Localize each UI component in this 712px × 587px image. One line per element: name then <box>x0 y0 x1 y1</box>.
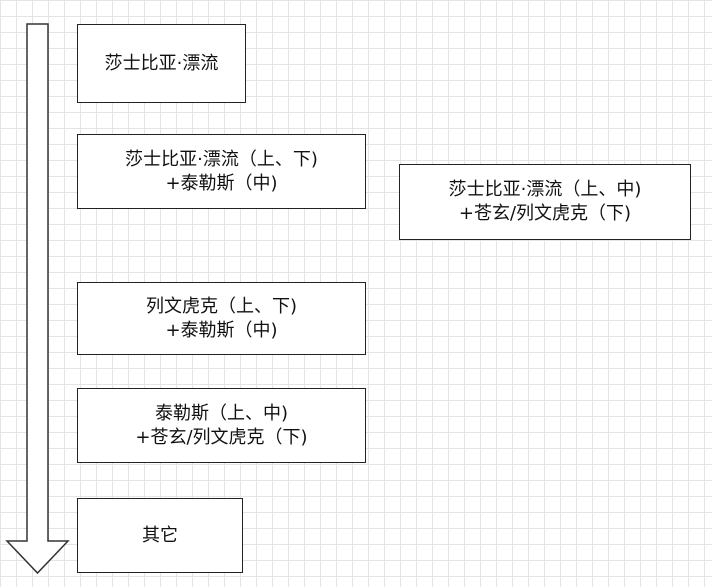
node-shakespeare-top-middle-cangxuan-leeuwenhoek-bottom: 莎士比亚·漂流（上、中) +苍玄/列文虎克（下) <box>399 164 691 240</box>
node-label-line: +苍玄/列文虎克（下) <box>135 426 308 448</box>
node-label-line: 列文虎克（上、下) <box>145 295 298 317</box>
node-thales-top-middle-cangxuan-leeuwenhoek-bottom: 泰勒斯（上、中) +苍玄/列文虎克（下) <box>77 388 366 463</box>
node-shakespeare-drift: 莎士比亚·漂流 <box>77 24 246 103</box>
node-label-line: +苍玄/列文虎克（下) <box>458 203 632 224</box>
timeline-arrow-shape <box>5 23 70 575</box>
node-label-line: 莎士比亚·漂流（上、下) <box>125 148 318 170</box>
node-other: 其它 <box>77 498 243 573</box>
node-label-line: +泰勒斯（中) <box>165 172 278 194</box>
node-leeuwenhoek-top-bottom-thales-middle: 列文虎克（上、下) +泰勒斯（中) <box>77 282 366 355</box>
node-label-line: 泰勒斯（上、中) <box>154 402 289 424</box>
node-label-line: 莎士比亚·漂流 <box>104 52 219 74</box>
node-shakespeare-top-bottom-thales-middle: 莎士比亚·漂流（上、下) +泰勒斯（中) <box>77 134 366 209</box>
node-label-line: 其它 <box>142 524 178 546</box>
node-label-line: +泰勒斯（中) <box>165 319 278 341</box>
node-label-line: 莎士比亚·漂流（上、中) <box>448 179 642 200</box>
